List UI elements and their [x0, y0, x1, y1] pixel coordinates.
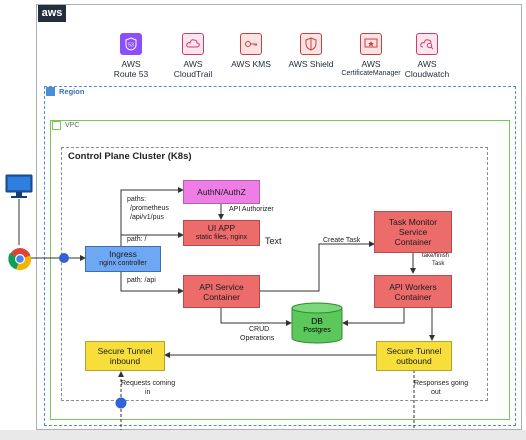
- node-subtitle: inbound: [109, 356, 141, 366]
- edge-label-responses: out: [431, 389, 441, 396]
- edge-label-paths: /prometheus: [130, 205, 169, 212]
- edge-label-path-api: path: /api: [127, 277, 156, 284]
- node-subtitle: Container: [394, 291, 432, 302]
- service-label: AWS: [183, 59, 203, 69]
- bottom-bar: [0, 430, 526, 440]
- route53-icon: 53: [120, 33, 142, 55]
- edge-label-crud: CRUD: [249, 326, 270, 333]
- service-label: AWS: [417, 59, 437, 69]
- ingress-api-arrow: [120, 272, 184, 294]
- task-monitor-node: Task Monitor Service Container: [374, 211, 452, 253]
- edge-label-api-authorizer: API Authorizer: [229, 206, 274, 213]
- cloudwatch-icon: [416, 33, 438, 55]
- api-service-node: API Service Container: [183, 275, 260, 308]
- edge-label-paths: paths:: [127, 196, 147, 203]
- service-label: CertificateManager: [341, 70, 401, 77]
- svg-text:53: 53: [128, 43, 134, 49]
- db-title: DB: [311, 316, 323, 326]
- service-label: AWS: [361, 59, 381, 69]
- secure-tunnel-outbound-node: Secure Tunnel outbound: [376, 341, 452, 371]
- cloudtrail-icon: [182, 33, 204, 55]
- ui-app-node: UI APP static files, nginx: [183, 220, 260, 246]
- aws-cloud-frame: [36, 4, 522, 430]
- tunnel-entry-dot: [115, 397, 127, 409]
- service-cloudtrail: AWS CloudTrail: [166, 33, 220, 79]
- service-certificate-manager: AWS CertificateManager: [336, 33, 406, 78]
- aws-logo: aws: [38, 5, 66, 22]
- node-title: Secure Tunnel: [97, 346, 153, 356]
- service-kms: AWS KMS: [224, 33, 278, 69]
- node-title: API Service: [199, 281, 244, 292]
- entry-point-dot: [59, 253, 69, 263]
- node-title: AuthN/AuthZ: [197, 187, 246, 197]
- edge-label-path-root: path: /: [127, 236, 147, 243]
- api-workers-node: API Workers Container: [374, 275, 452, 308]
- service-label: AWS KMS: [231, 59, 271, 69]
- service-cloudwatch: AWS Cloudwatch: [400, 33, 454, 79]
- ingress-node: Ingress nginx controller: [85, 246, 161, 272]
- vpc-frame: [50, 120, 510, 420]
- edge-label-text: Text: [265, 236, 282, 246]
- vpc-label: VPC: [65, 122, 80, 129]
- certificate-icon: [360, 33, 382, 55]
- api-taskmonitor-arrow: [259, 241, 375, 292]
- node-subtitle: Service: [398, 227, 428, 237]
- shield-icon: [300, 33, 322, 55]
- cluster-title: Control Plane Cluster (K8s): [68, 151, 192, 162]
- service-label: CloudTrail: [173, 69, 213, 79]
- node-title: Ingress: [109, 249, 137, 259]
- ingress-authn-arrow: [120, 187, 184, 246]
- node-subtitle: Container: [394, 237, 432, 247]
- node-subtitle: static files, nginx: [195, 234, 248, 241]
- db-subtitle: Postgres: [303, 327, 331, 334]
- node-title: API Workers: [389, 281, 437, 292]
- service-label: Route 53: [113, 69, 149, 79]
- edge-label-create-task: Create Task: [323, 237, 361, 244]
- ingress-ui-arrow: [120, 232, 184, 246]
- laptop-icon: [4, 174, 34, 205]
- node-title: Task Monitor: [388, 217, 438, 227]
- node-title: UI APP: [207, 223, 236, 233]
- db-cylinder: DB Postgres: [291, 302, 343, 344]
- node-subtitle: nginx controller: [99, 260, 147, 267]
- service-label: AWS: [121, 59, 141, 69]
- node-subtitle: outbound: [396, 356, 432, 366]
- authn-authz-node: AuthN/AuthZ: [183, 180, 260, 204]
- edge-label-take-finish: Task: [432, 261, 445, 267]
- api-db-arrow: [220, 308, 292, 326]
- workers-db-arrow: [342, 308, 405, 326]
- edge-label-paths: /api/v1/pus: [130, 214, 164, 221]
- edge-label-requests: in: [145, 389, 151, 396]
- service-shield: AWS Shield: [283, 33, 339, 69]
- edge-label-requests: Requests coming: [121, 380, 176, 387]
- service-label: AWS Shield: [288, 59, 334, 69]
- region-icon: [46, 87, 55, 96]
- secure-tunnel-inbound-node: Secure Tunnel inbound: [85, 341, 165, 371]
- chrome-browser-icon: [8, 247, 32, 271]
- edge-label-take-finish: take/finish: [422, 253, 450, 259]
- edge-label-responses: Responses going: [414, 380, 469, 387]
- service-label: Cloudwatch: [404, 69, 450, 79]
- node-title: Secure Tunnel: [386, 346, 442, 356]
- kms-icon: [240, 33, 262, 55]
- service-route53: 53 AWS Route 53: [104, 33, 158, 79]
- region-frame: [44, 86, 516, 426]
- edge-label-crud: Operations: [240, 335, 275, 342]
- vpc-icon: [52, 121, 61, 130]
- cluster-frame: [61, 147, 488, 401]
- node-subtitle: Container: [203, 291, 240, 302]
- region-label: Region: [59, 87, 85, 96]
